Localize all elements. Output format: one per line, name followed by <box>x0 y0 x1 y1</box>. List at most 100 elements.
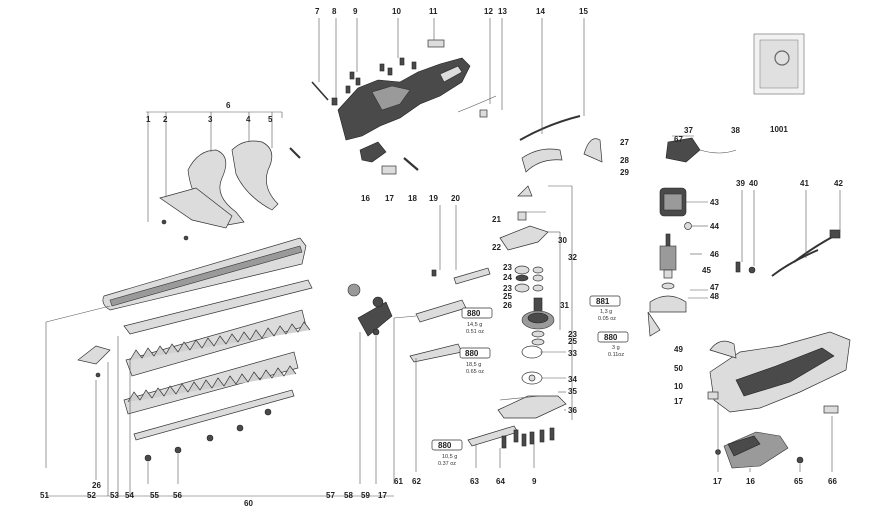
callout-54: 54 <box>125 491 134 500</box>
callout-57: 57 <box>326 491 335 500</box>
callout-1: 1 <box>146 115 151 124</box>
part-1001-label-box <box>753 33 805 95</box>
callout-55: 55 <box>150 491 159 500</box>
callout-9: 9 <box>353 7 358 16</box>
callout-45: 45 <box>702 266 711 275</box>
callout-32: 32 <box>568 253 577 262</box>
part-44 <box>684 222 692 230</box>
screw-39 <box>735 261 741 273</box>
callout-59: 59 <box>361 491 370 500</box>
callout-47: 47 <box>710 283 719 292</box>
tube-e-weight-oz: 0.37 oz <box>438 461 456 467</box>
callout-8: 8 <box>332 7 337 16</box>
grease-tube-d: 880 3 g 0.11oz <box>597 331 629 358</box>
callout-26b: 26 <box>92 481 101 490</box>
gear-stack <box>514 185 555 385</box>
tube-d-weight: 3 g <box>612 345 620 351</box>
callout-3: 3 <box>208 115 213 124</box>
callout-52: 52 <box>87 491 96 500</box>
callout-2: 2 <box>163 115 168 124</box>
callout-34: 34 <box>568 375 577 384</box>
tube-b-weight-oz: 0.65 oz <box>466 369 484 375</box>
callout-62: 62 <box>412 477 421 486</box>
grease-tube-b: 880 18,5 g 0.65 oz <box>459 347 491 375</box>
callout-29: 29 <box>620 168 629 177</box>
callout-53: 53 <box>110 491 119 500</box>
callout-15: 15 <box>579 7 588 16</box>
callout-56: 56 <box>173 491 182 500</box>
part-47 <box>661 282 675 290</box>
callout-16b: 16 <box>746 477 755 486</box>
label-66 <box>823 405 839 414</box>
screws-7-8-9 <box>311 57 417 106</box>
callout-7: 7 <box>315 7 320 16</box>
grease-tube-c: 881 1,3 g 0.05 oz <box>589 295 621 322</box>
callout-5: 5 <box>268 115 273 124</box>
callout-23a: 23 <box>503 263 512 272</box>
callout-12: 12 <box>484 7 493 16</box>
callout-64: 64 <box>496 477 505 486</box>
callout-65: 65 <box>794 477 803 486</box>
tube-a-weight: 14,5 g <box>467 322 482 328</box>
callout-17b: 17 <box>674 397 683 406</box>
callout-67: 67 <box>674 135 683 144</box>
callout-31: 31 <box>560 301 569 310</box>
callout-51: 51 <box>40 491 49 500</box>
switch-37 <box>665 137 737 163</box>
callout-38: 38 <box>731 126 740 135</box>
callout-18: 18 <box>408 194 417 203</box>
callout-41: 41 <box>800 179 809 188</box>
callout-44: 44 <box>710 222 719 231</box>
blade-lower <box>123 351 299 415</box>
part-11-clip <box>427 39 445 48</box>
callout-21: 21 <box>492 215 501 224</box>
callout-50: 50 <box>674 364 683 373</box>
callout-20: 20 <box>451 194 460 203</box>
cable-41-42 <box>771 229 841 277</box>
part-16-switch <box>359 141 387 163</box>
motor-flange-48 <box>647 295 687 337</box>
drive-plate-36 <box>497 395 567 419</box>
callout-10: 10 <box>392 7 401 16</box>
callout-10b: 10 <box>674 382 683 391</box>
callout-30: 30 <box>558 236 567 245</box>
callout-48: 48 <box>710 292 719 301</box>
hand-guard-parts <box>159 140 301 229</box>
tube-e-weight: 10,5 g <box>442 454 457 460</box>
blade-cover <box>102 237 307 311</box>
callout-17d: 17 <box>713 477 722 486</box>
callout-42: 42 <box>834 179 843 188</box>
armature-45 <box>659 233 677 279</box>
callout-24: 24 <box>503 273 512 282</box>
motor-stator-43 <box>659 187 687 217</box>
tube-b-code: 880 <box>465 349 479 358</box>
callout-23b: 23 <box>503 284 512 293</box>
part-65 <box>796 456 804 464</box>
callout-14: 14 <box>536 7 545 16</box>
callout-26: 26 <box>503 301 512 310</box>
callout-66: 66 <box>828 477 837 486</box>
tube-c-weight: 1,3 g <box>600 309 612 315</box>
callout-40: 40 <box>749 179 758 188</box>
callout-23c: 23 <box>568 330 577 339</box>
callout-28: 28 <box>620 156 629 165</box>
callout-13: 13 <box>498 7 507 16</box>
callout-4: 4 <box>246 115 251 124</box>
callout-6: 6 <box>226 101 231 110</box>
tube-c-code: 881 <box>596 297 610 306</box>
callout-19: 19 <box>429 194 438 203</box>
housing-10 <box>709 331 851 413</box>
grease-tube-a: 880 14,5 g 0.51 oz <box>461 307 493 335</box>
tube-d-weight-oz: 0.11oz <box>608 352 624 358</box>
callout-1001: 1001 <box>770 125 788 134</box>
callout-22: 22 <box>492 243 501 252</box>
front-handle-parts-27-29 <box>521 138 603 173</box>
callout-11: 11 <box>429 7 438 16</box>
small-hardware <box>77 219 272 462</box>
blade-bar-53 <box>123 279 313 335</box>
tube-e-code: 880 <box>438 441 452 450</box>
callout-27: 27 <box>620 138 629 147</box>
part-40 <box>748 266 756 274</box>
part-17-pad <box>381 165 397 175</box>
